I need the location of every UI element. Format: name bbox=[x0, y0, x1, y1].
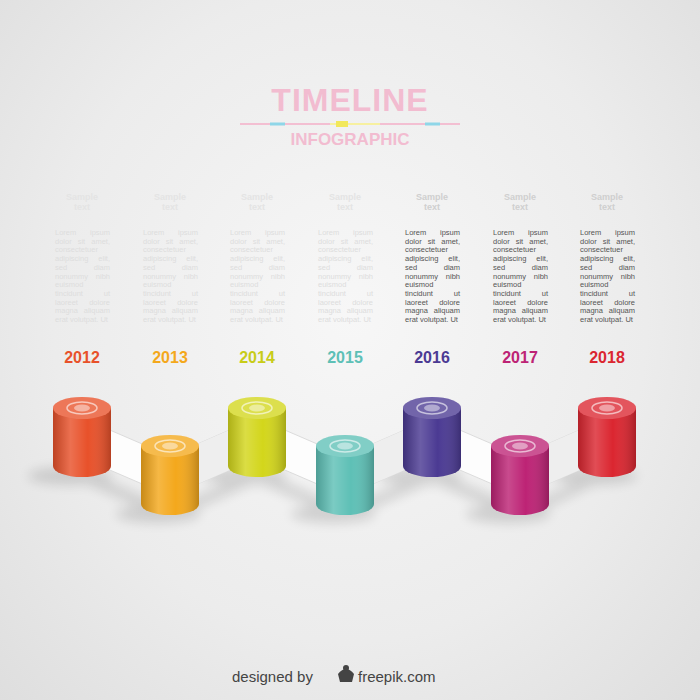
column-heading: Sample text bbox=[410, 192, 454, 212]
year-label: 2014 bbox=[217, 348, 297, 368]
year-label: 2017 bbox=[480, 348, 560, 368]
year-label: 2018 bbox=[567, 348, 647, 368]
column-heading: Sample text bbox=[585, 192, 629, 212]
column-heading: Sample text bbox=[60, 192, 104, 212]
column-body: Lorem ipsum dolor sit amet, consectetuer… bbox=[230, 229, 285, 325]
column-heading: Sample text bbox=[235, 192, 279, 212]
column-body: Lorem ipsum dolor sit amet, consectetuer… bbox=[580, 229, 635, 325]
column-body: Lorem ipsum dolor sit amet, consectetuer… bbox=[143, 229, 198, 325]
year-label: 2015 bbox=[305, 348, 385, 368]
watermark: freepik.com bbox=[358, 668, 436, 686]
year-label: 2013 bbox=[130, 348, 210, 368]
subtitle: INFOGRAPHIC bbox=[200, 130, 500, 150]
column-body: Lorem ipsum dolor sit amet, consectetuer… bbox=[493, 229, 548, 325]
watermark: designed by bbox=[232, 668, 313, 686]
column-heading: Sample text bbox=[323, 192, 367, 212]
column-heading: Sample text bbox=[148, 192, 192, 212]
column-heading: Sample text bbox=[498, 192, 542, 212]
year-label: 2016 bbox=[392, 348, 472, 368]
column-body: Lorem ipsum dolor sit amet, consectetuer… bbox=[405, 229, 460, 325]
column-body: Lorem ipsum dolor sit amet, consectetuer… bbox=[55, 229, 110, 325]
column-body: Lorem ipsum dolor sit amet, consectetuer… bbox=[318, 229, 373, 325]
year-label: 2012 bbox=[42, 348, 122, 368]
title: TIMELINE bbox=[180, 82, 520, 118]
